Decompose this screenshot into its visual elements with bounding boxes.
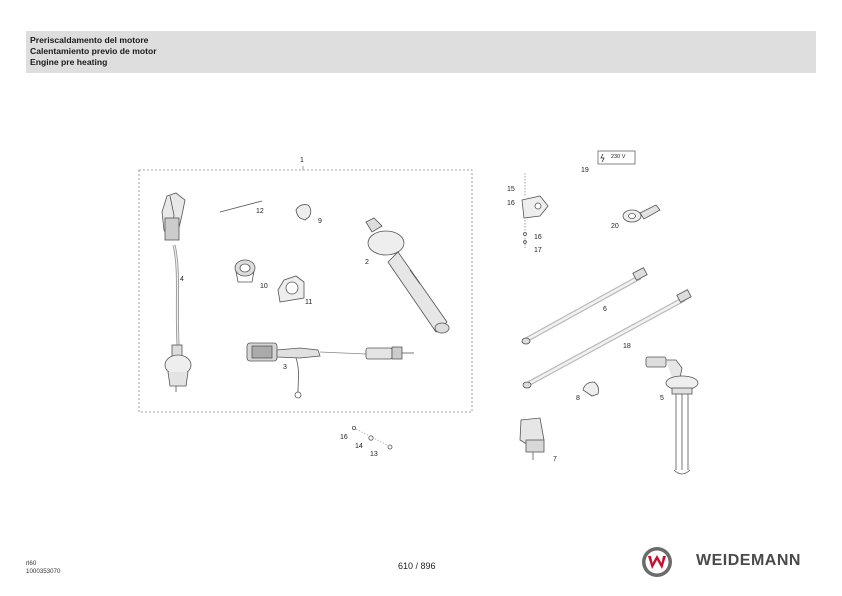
part-8-clip	[582, 381, 599, 397]
callout-8: 8	[576, 395, 580, 402]
callout-14: 14	[355, 443, 363, 450]
part-7-sensor	[519, 417, 545, 460]
callout-4: 4	[180, 276, 184, 283]
part-9-clip	[295, 204, 312, 221]
callout-9: 9	[318, 218, 322, 225]
page-number: 610 / 896	[398, 561, 436, 571]
footer-doc-number: 1000353070	[26, 568, 61, 575]
part-11-holder	[277, 275, 305, 303]
callout-16-lower: 16	[340, 434, 348, 441]
title-italian: Preriscaldamento del motore	[30, 35, 149, 45]
callout-1: 1	[300, 157, 304, 164]
callout-7: 7	[553, 456, 557, 463]
part-6-hose	[521, 267, 648, 345]
part-10-grommet	[234, 259, 256, 283]
callout-15: 15	[507, 186, 515, 193]
page-header: Preriscaldamento del motore Calentamient…	[26, 31, 816, 73]
group-outline	[138, 169, 473, 413]
callout-16-top: 16	[507, 200, 515, 207]
callout-6: 6	[603, 306, 607, 313]
callout-19: 19	[581, 167, 589, 174]
part-2-heating-element	[365, 217, 450, 334]
title-english: Engine pre heating	[30, 57, 108, 67]
callout-16-mid: 16	[534, 234, 542, 241]
callout-17: 17	[534, 247, 542, 254]
callout-13: 13	[370, 451, 378, 458]
callout-2: 2	[365, 259, 369, 266]
footer-model: rl60	[26, 560, 37, 567]
voltage-badge-label: 230 V	[611, 154, 626, 160]
part-5-immersion-heater	[645, 356, 699, 475]
callout-10: 10	[260, 283, 268, 290]
parts-13-14-16-fasteners	[351, 425, 393, 450]
weidemann-logo-icon	[642, 547, 672, 577]
part-4-heater-cable	[161, 192, 192, 392]
callout-3: 3	[283, 364, 287, 371]
callout-18: 18	[623, 343, 631, 350]
brand-wordmark: WEIDEMANN	[696, 552, 801, 569]
part-20-cable-lug	[622, 204, 661, 223]
callout-20: 20	[611, 223, 619, 230]
title-spanish: Calentamiento previo de motor	[30, 46, 157, 56]
part-18-hose	[522, 289, 692, 389]
callout-5: 5	[660, 395, 664, 402]
part-15-bracket	[521, 173, 549, 248]
part-3-socket-cable	[246, 342, 414, 399]
callout-12: 12	[256, 208, 264, 215]
voltage-badge-frame	[597, 150, 636, 165]
callout-11: 11	[305, 299, 313, 306]
part-12-pin	[219, 200, 263, 213]
